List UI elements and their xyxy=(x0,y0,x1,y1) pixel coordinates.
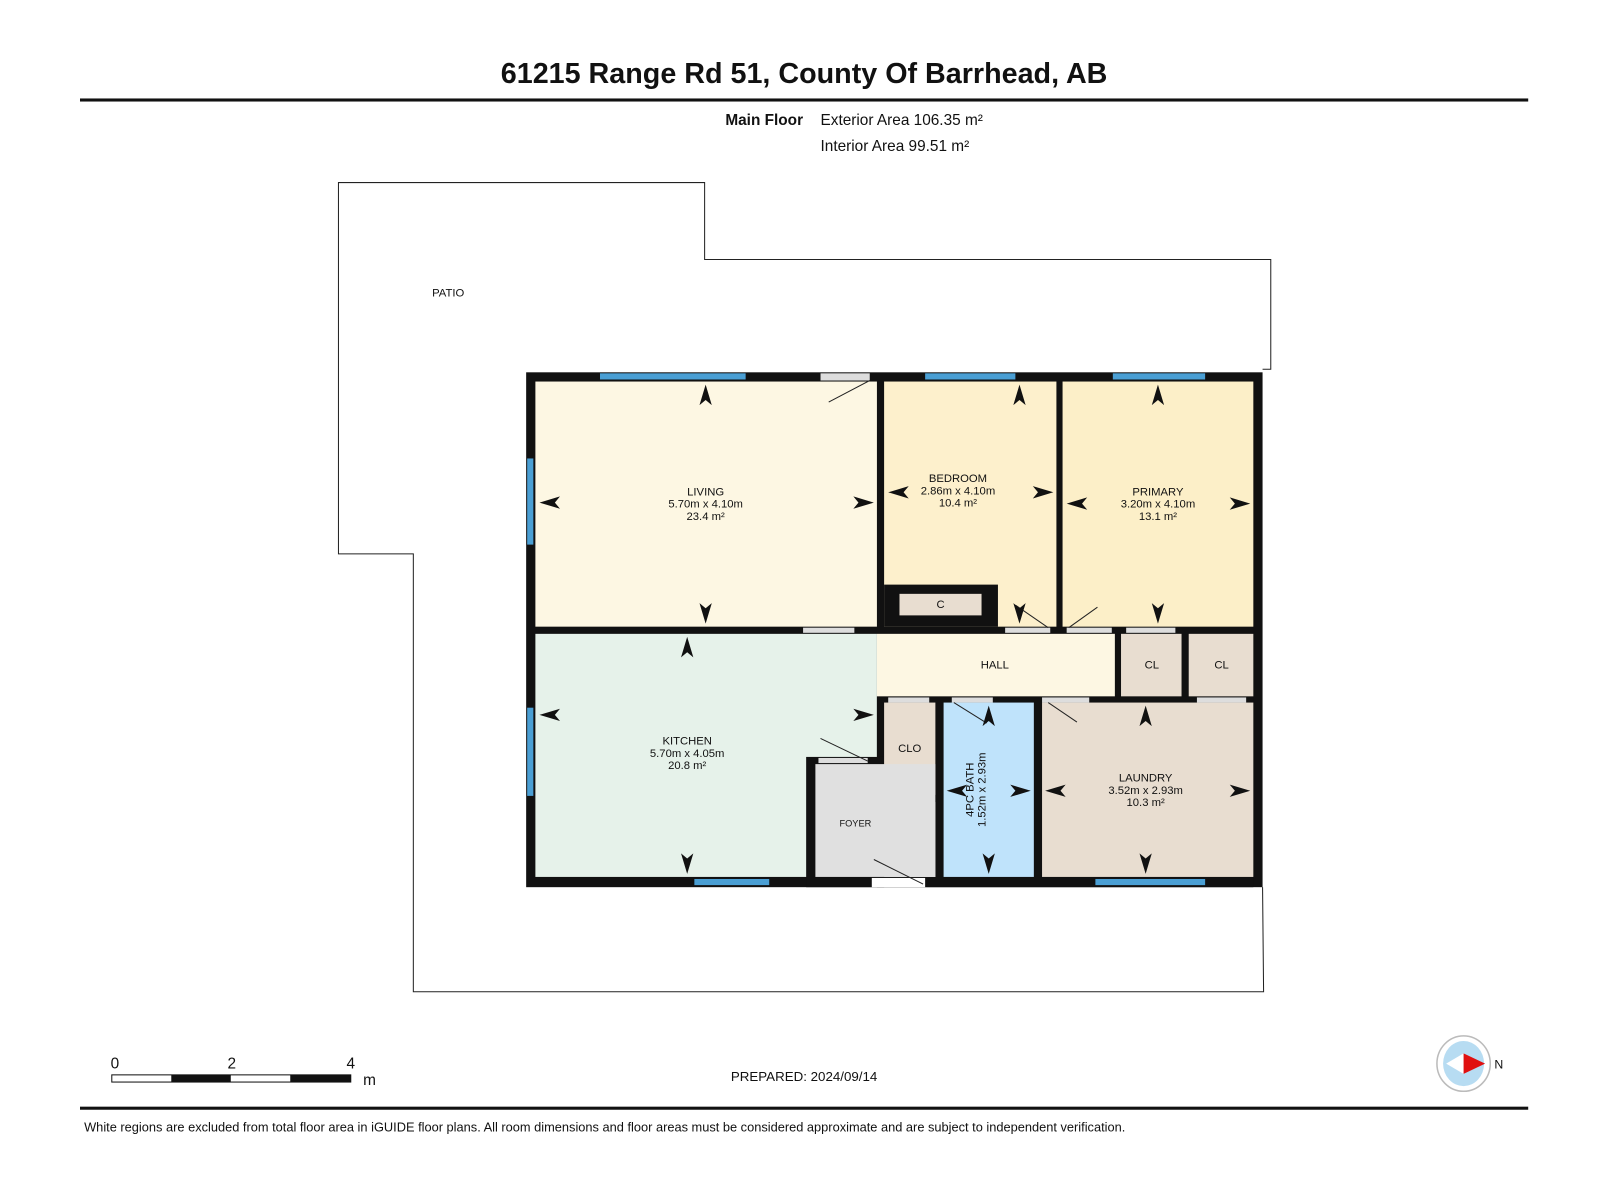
room-name-hall: HALL xyxy=(981,660,1009,672)
window xyxy=(527,707,534,796)
room-name-bath: 4PC BATH xyxy=(964,763,976,817)
window xyxy=(925,373,1016,380)
door xyxy=(818,757,868,764)
dimension-arrow xyxy=(888,486,909,499)
floor-name: Main Floor xyxy=(725,112,803,129)
room-area-laundry: 10.3 m² xyxy=(1127,797,1165,809)
room-name-cl-1: CL xyxy=(1145,660,1159,672)
room-foyer-ext xyxy=(884,802,936,877)
scale-tick-2: 2 xyxy=(228,1056,237,1073)
dimension-arrow xyxy=(681,853,694,874)
door xyxy=(951,697,993,703)
dimension-arrow xyxy=(1032,486,1054,499)
room-name-clo: CLO xyxy=(898,743,921,755)
room-name-kitchen: KITCHEN xyxy=(662,736,711,748)
room-area-kitchen: 20.8 m² xyxy=(668,760,706,772)
dimension-arrow xyxy=(1010,784,1031,797)
room-dims-bath: 1.52m x 2.93m xyxy=(977,752,989,827)
dimension-arrow xyxy=(982,853,995,874)
room-living xyxy=(535,381,877,627)
windows xyxy=(527,373,1206,886)
dimension-arrows xyxy=(539,384,1251,874)
window xyxy=(1112,373,1206,380)
footer-divider xyxy=(80,1106,1529,1110)
dimension-arrow xyxy=(1151,384,1165,406)
room-dims-bedroom: 2.86m x 4.10m xyxy=(921,485,996,497)
door xyxy=(1196,697,1247,703)
room-dims-primary: 3.20m x 4.10m xyxy=(1121,499,1196,511)
dimension-arrow xyxy=(681,636,694,658)
exterior-area: Exterior Area 106.35 m² xyxy=(821,112,983,129)
scale-tick-0: 0 xyxy=(111,1056,120,1073)
room-dims-laundry: 3.52m x 2.93m xyxy=(1108,785,1183,797)
door xyxy=(820,373,870,381)
dimension-arrow xyxy=(699,603,712,624)
interior-area: Interior Area 99.51 m² xyxy=(821,138,970,155)
scale-bar: 0 2 4 m xyxy=(111,1056,376,1089)
entry-door xyxy=(871,877,926,888)
prepared-date: PREPARED: 2024/09/14 xyxy=(731,1069,878,1084)
dimension-arrow xyxy=(1013,603,1026,624)
dimension-arrow xyxy=(1139,853,1152,874)
doors xyxy=(803,373,1247,888)
dimension-arrow xyxy=(946,784,968,797)
room-laundry xyxy=(1042,702,1254,877)
header-divider xyxy=(80,98,1529,102)
room-dims-living: 5.70m x 4.10m xyxy=(668,499,743,511)
scale-unit: m xyxy=(363,1072,376,1089)
door xyxy=(888,697,930,703)
dimension-arrow xyxy=(1151,603,1165,624)
room-name-primary: PRIMARY xyxy=(1132,486,1184,498)
room-name-foyer: FOYER xyxy=(840,819,872,829)
dimension-arrow xyxy=(539,708,560,722)
window xyxy=(600,373,746,380)
scale-tick-4: 4 xyxy=(346,1056,355,1073)
dimension-arrow xyxy=(699,384,712,406)
room-name-bedroom: BEDROOM xyxy=(929,473,987,485)
room-area-living: 23.4 m² xyxy=(687,511,725,523)
dimension-arrow xyxy=(1229,497,1251,510)
room-dims-kitchen: 5.70m x 4.05m xyxy=(650,748,725,760)
room-closet-c xyxy=(899,593,982,616)
room-name-living: LIVING xyxy=(687,486,724,498)
dimension-arrow xyxy=(853,708,874,722)
dimension-arrow xyxy=(1066,497,1088,510)
window xyxy=(694,878,770,886)
window xyxy=(527,458,534,545)
room-area-bedroom: 10.4 m² xyxy=(939,498,977,510)
room-primary xyxy=(1062,381,1254,627)
room-area-primary: 13.1 m² xyxy=(1139,511,1177,523)
room-name-cl-2: CL xyxy=(1214,660,1228,672)
dimension-arrow xyxy=(982,705,995,727)
disclaimer: White regions are excluded from total fl… xyxy=(84,1119,1125,1134)
room-cl-2 xyxy=(1188,633,1254,697)
dimension-arrow xyxy=(1139,705,1152,727)
dimension-arrow xyxy=(1045,784,1066,797)
door xyxy=(1066,627,1112,633)
dimension-arrow xyxy=(1229,784,1251,797)
north-arrow-icon: N xyxy=(1436,1035,1503,1093)
door-swings xyxy=(820,380,1098,885)
room-cl-1 xyxy=(1121,633,1182,697)
door xyxy=(803,627,855,633)
door xyxy=(1126,627,1176,633)
dimension-arrow xyxy=(539,496,560,509)
room-name-closet-c: C xyxy=(936,599,944,611)
room-hall xyxy=(876,633,1115,697)
page-title: 61215 Range Rd 51, County Of Barrhead, A… xyxy=(501,58,1108,90)
patio-outline xyxy=(337,182,1272,993)
dimension-arrow xyxy=(853,496,874,509)
room-name-laundry: LAUNDRY xyxy=(1119,773,1173,785)
door xyxy=(1005,627,1051,633)
room-label-patio: PATIO xyxy=(432,287,464,299)
door xyxy=(1042,697,1090,703)
dimension-arrow xyxy=(1013,384,1026,406)
room-labels: LIVING 5.70m x 4.10m 23.4 m² BEDROOM 2.8… xyxy=(650,473,1229,829)
window xyxy=(1095,878,1206,886)
compass-label: N xyxy=(1494,1058,1503,1072)
